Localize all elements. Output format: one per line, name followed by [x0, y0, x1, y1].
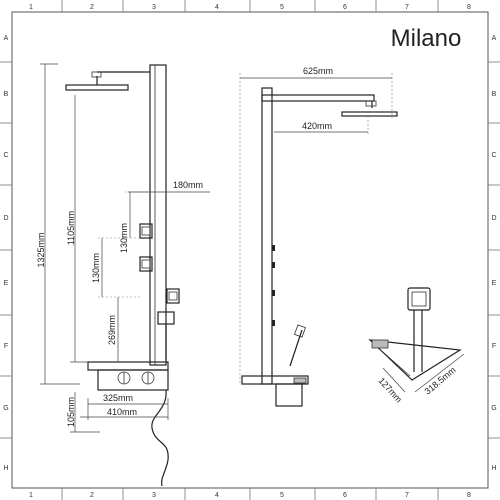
rain-head [65, 84, 129, 91]
side-valve-body [275, 383, 303, 407]
row-label-left-g: G [3, 405, 8, 412]
dim-label-arm-total: 625mm [303, 66, 333, 76]
col-label-bottom-2: 2 [90, 492, 94, 499]
detail-shelf [368, 339, 462, 381]
row-label-left-c: C [3, 152, 8, 159]
row-label-left-a: A [4, 35, 9, 42]
dim-label-arm-depth: 180mm [173, 180, 203, 190]
row-label-right-a: A [492, 35, 497, 42]
row-label-left-d: D [3, 215, 8, 222]
row-label-right-h: H [491, 465, 496, 472]
side-hand-shower [289, 329, 303, 367]
side-shelf [241, 375, 309, 385]
dim-label-lower-section: 269mm [107, 315, 117, 345]
dim-label-total-height: 1325mm [36, 232, 46, 267]
dim-label-jet-lower: 130mm [91, 253, 101, 283]
row-label-right-e: E [492, 280, 497, 287]
body-jet-upper [139, 223, 153, 239]
outer-frame [11, 11, 489, 489]
row-label-right-b: B [492, 91, 497, 98]
dim-line-depth-b [414, 353, 465, 393]
dim-label-arm-inner: 420mm [302, 121, 332, 131]
rain-head-joint [91, 71, 102, 78]
side-jet-2 [272, 262, 275, 268]
row-label-left-h: H [3, 465, 8, 472]
detail-wall-plate [407, 287, 431, 311]
side-jet-1 [272, 245, 275, 251]
col-label-bottom-3: 3 [152, 492, 156, 499]
col-label-top-7: 7 [405, 4, 409, 11]
col-label-bottom-4: 4 [215, 492, 219, 499]
dim-label-column-height: 1105mm [66, 211, 76, 245]
row-label-left-b: B [4, 91, 9, 98]
side-jet-3 [272, 290, 275, 296]
border-column-labels: 1 2 3 4 5 6 7 8 1 2 3 4 5 6 7 8 [29, 4, 471, 499]
col-label-top-8: 8 [467, 4, 471, 11]
side-hand-shower-head [294, 324, 306, 338]
row-label-left-f: F [4, 343, 8, 350]
dim-label-depth-a: 127mm [376, 375, 404, 404]
col-label-top-1: 1 [29, 4, 33, 11]
body-jet-lower-grille [168, 291, 178, 301]
row-label-right-c: C [491, 152, 496, 159]
valve-body [97, 369, 169, 391]
col-label-bottom-5: 5 [280, 492, 284, 499]
row-label-left-e: E [4, 280, 9, 287]
body-jet-middle [139, 256, 153, 272]
side-jet-4 [272, 320, 275, 326]
side-rain-head-joint [365, 100, 377, 107]
detail-view: 127mm 318.5mm [368, 287, 465, 404]
side-shower-arm [261, 94, 375, 102]
dim-label-shelf-width: 410mm [107, 407, 137, 417]
col-label-bottom-1: 1 [29, 492, 33, 499]
col-label-bottom-6: 6 [343, 492, 347, 499]
dim-line-depth-a [382, 367, 406, 393]
dim-label-valve-width: 325mm [103, 393, 133, 403]
brand-logo: Milano [391, 25, 462, 52]
shower-column [149, 64, 167, 366]
body-jet-lower [166, 288, 180, 304]
detail-shelf-lip [371, 339, 389, 349]
detail-wall-plate-inner [411, 291, 427, 307]
border-row-labels: A B C D E F G H A B C D E F G H [3, 35, 496, 472]
col-label-top-5: 5 [280, 4, 284, 11]
row-label-right-g: G [491, 405, 496, 412]
col-label-top-3: 3 [152, 4, 156, 11]
col-label-bottom-7: 7 [405, 492, 409, 499]
col-label-top-6: 6 [343, 4, 347, 11]
shelf [87, 361, 169, 371]
dim-label-base-height: 105mm [66, 397, 76, 427]
side-rain-head [341, 111, 398, 117]
side-view: 625mm 420mm [239, 66, 398, 407]
row-label-right-f: F [492, 343, 496, 350]
col-label-top-2: 2 [90, 4, 94, 11]
shower-hose [151, 389, 169, 487]
body-jet-upper-grille [141, 226, 151, 236]
side-column [261, 87, 273, 385]
body-jet-middle-grille [141, 259, 151, 269]
side-shelf-lip [293, 377, 307, 384]
front-view: 1325mm 1105mm 105mm 130mm 130mm 269mm 18… [36, 63, 210, 487]
col-label-top-4: 4 [215, 4, 219, 11]
col-label-bottom-8: 8 [467, 492, 471, 499]
row-label-right-d: D [491, 215, 496, 222]
